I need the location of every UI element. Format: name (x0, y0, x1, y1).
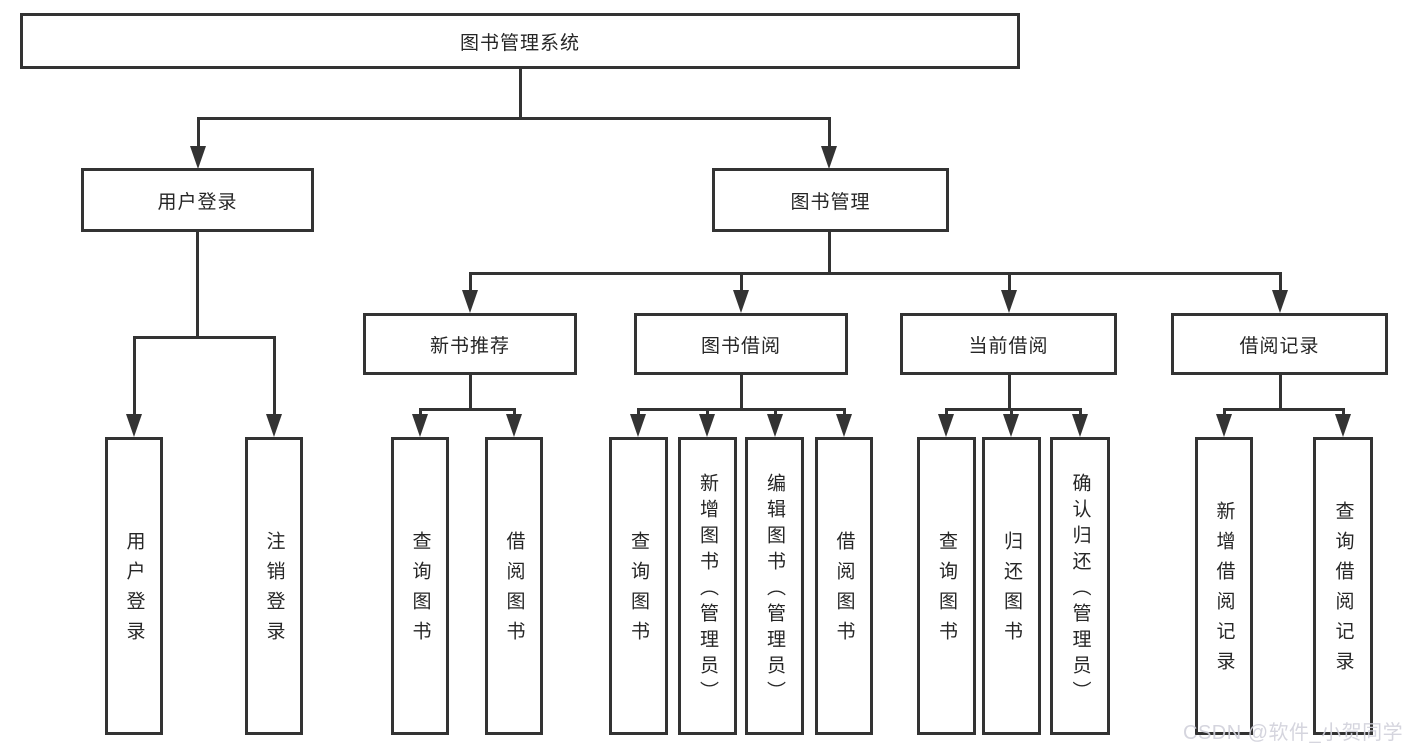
node-user-login: 用户登录 (81, 168, 314, 232)
edge-drop-l3 (740, 272, 743, 292)
arrowhead-icon (733, 290, 749, 313)
edge-borrow-rail (637, 408, 845, 411)
leaf-user-login: 用户登录 (105, 437, 163, 735)
edge-drop-leaf (1010, 408, 1013, 416)
arrowhead-icon (1335, 414, 1351, 437)
edge-drop-l3 (1279, 272, 1282, 292)
node-new-book-recommend: 新书推荐 (363, 313, 577, 375)
leaf-add-borrow-record: 新增借阅记录 (1195, 437, 1253, 735)
leaf-confirm-return-admin: 确认归还（管理员） (1050, 437, 1110, 735)
edge-drop-leaf (774, 408, 777, 416)
edge-drop-l3 (1008, 272, 1011, 292)
edge-root-trunk (519, 69, 522, 117)
edge-recommend-trunk (469, 375, 472, 408)
node-book-borrow: 图书借阅 (634, 313, 848, 375)
arrowhead-icon (699, 414, 715, 437)
edge-drop-leaf (273, 336, 276, 416)
edge-drop-mgmt (828, 117, 831, 147)
arrowhead-icon (1072, 414, 1088, 437)
edge-root-rail (197, 117, 831, 120)
edge-drop-leaf (637, 408, 640, 416)
leaf-add-book-admin: 新增图书（管理员） (678, 437, 737, 735)
edge-record-rail (1223, 408, 1345, 411)
leaf-borrow-book-2: 借阅图书 (815, 437, 873, 735)
arrowhead-icon (126, 414, 142, 437)
node-root: 图书管理系统 (20, 13, 1020, 69)
edge-drop-leaf (1079, 408, 1082, 416)
edge-drop-leaf (706, 408, 709, 416)
arrowhead-icon (767, 414, 783, 437)
edge-user-rail (133, 336, 276, 339)
node-book-management: 图书管理 (712, 168, 949, 232)
edge-drop-leaf (419, 408, 422, 416)
arrowhead-icon (1003, 414, 1019, 437)
leaf-logout: 注销登录 (245, 437, 303, 735)
arrowhead-icon (1216, 414, 1232, 437)
edge-current-rail (945, 408, 1081, 411)
node-borrow-record: 借阅记录 (1171, 313, 1388, 375)
edge-user-trunk (196, 232, 199, 336)
arrowhead-icon (412, 414, 428, 437)
node-current-borrow: 当前借阅 (900, 313, 1117, 375)
edge-drop-leaf (133, 336, 136, 416)
arrowhead-icon (938, 414, 954, 437)
edge-record-trunk (1279, 375, 1282, 408)
edge-drop-leaf (843, 408, 846, 416)
leaf-query-book-3: 查询图书 (917, 437, 976, 735)
edge-drop-user (197, 117, 200, 147)
edge-mgmt-rail (469, 272, 1282, 275)
edge-mgmt-trunk (828, 232, 831, 272)
watermark: CSDN @软件_小贺同学 (1183, 722, 1404, 744)
leaf-return-book: 归还图书 (982, 437, 1041, 735)
edge-current-trunk (1008, 375, 1011, 408)
arrowhead-icon (1272, 290, 1288, 313)
arrowhead-icon (190, 146, 206, 169)
arrowhead-icon (266, 414, 282, 437)
arrowhead-icon (462, 290, 478, 313)
arrowhead-icon (630, 414, 646, 437)
arrowhead-icon (506, 414, 522, 437)
edge-recommend-rail (419, 408, 516, 411)
leaf-query-borrow-record: 查询借阅记录 (1313, 437, 1373, 735)
arrowhead-icon (836, 414, 852, 437)
arrowhead-icon (821, 146, 837, 169)
edge-drop-leaf (1342, 408, 1345, 416)
leaf-query-book-1: 查询图书 (391, 437, 449, 735)
edge-drop-leaf (945, 408, 948, 416)
arrowhead-icon (1001, 290, 1017, 313)
edge-drop-leaf (1223, 408, 1226, 416)
edge-borrow-trunk (740, 375, 743, 408)
leaf-query-book-2: 查询图书 (609, 437, 668, 735)
leaf-borrow-book-1: 借阅图书 (485, 437, 543, 735)
edge-drop-leaf (513, 408, 516, 416)
leaf-edit-book-admin: 编辑图书（管理员） (745, 437, 804, 735)
edge-drop-l3 (469, 272, 472, 292)
